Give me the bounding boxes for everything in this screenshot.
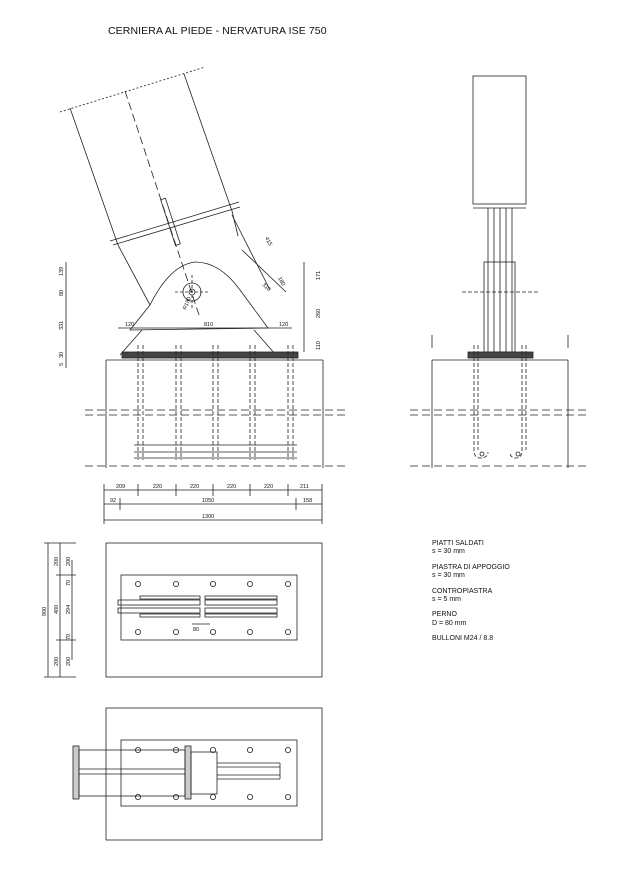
note-heading: BULLONI M24 / 8.8 [432, 635, 494, 643]
dim-158: 158 [303, 498, 312, 504]
dim-r190: R190 [182, 296, 192, 310]
drawing-title: CERNIERA AL PIEDE - NERVATURA ISE 750 [108, 25, 327, 37]
dim-plan-200-c: 200 [54, 657, 60, 666]
dim-220-b: 220 [190, 484, 199, 490]
dim-110: 110 [316, 341, 322, 350]
dimension-labels: 139 80 331 30 5 120 810 120 415 180 310 … [42, 236, 322, 666]
dim-plan-70-b: 70 [66, 634, 72, 640]
note-heading: PIASTRA DI APPOGGIO [432, 563, 510, 571]
dim-lines-top [65, 214, 305, 368]
dim-1300: 1300 [202, 514, 214, 520]
dim-plan-200-a: 200 [54, 557, 60, 566]
dim-plan-200-b: 200 [66, 557, 72, 566]
inclined-column [59, 66, 241, 316]
dim-209: 209 [116, 484, 125, 490]
dim-plan-70-a: 70 [66, 580, 72, 586]
dim-5: 5 [59, 363, 65, 366]
dim-plan-400: 400 [54, 605, 60, 614]
dim-plan-900: 900 [42, 607, 48, 616]
note-value: s = 5 mm [432, 596, 461, 604]
hinge-plates-front [462, 208, 538, 353]
dim-220-c: 220 [227, 484, 236, 490]
dim-120-left: 120 [125, 322, 134, 328]
front-view [410, 75, 590, 468]
plan-bolt-holes [134, 581, 291, 636]
note-heading: PERNO [432, 611, 457, 619]
dim-310: 310 [261, 282, 272, 293]
note-value: s = 30 mm [432, 572, 465, 580]
note-heading: CONTROPIASTRA [432, 587, 493, 595]
dim-139: 139 [59, 267, 65, 276]
dim-plan-200-d: 200 [66, 657, 72, 666]
dim-plan-80: 80 [193, 627, 199, 633]
note-counterplate: CONTROPIASTRA s = 5 mm [432, 588, 510, 605]
plan-view-column [72, 707, 323, 841]
plan-stiffener-plates [117, 595, 278, 625]
dim-810: 810 [204, 322, 213, 328]
dim-30: 30 [59, 352, 65, 358]
plan-view-base [44, 542, 323, 678]
dim-lines-bottom [103, 484, 323, 524]
dim-plan-294: 294 [66, 605, 72, 614]
dim-171: 171 [316, 271, 322, 280]
note-value: D = 80 mm [432, 619, 467, 627]
dim-260: 260 [316, 309, 322, 318]
dim-92: 92 [110, 498, 116, 504]
plan-dim-lines [44, 542, 76, 678]
dim-120-right: 120 [279, 322, 288, 328]
note-bearing-plate: PIASTRA DI APPOGGIO s = 30 mm [432, 564, 510, 581]
dim-1050: 1050 [202, 498, 214, 504]
dim-180: 180 [276, 276, 286, 287]
dim-80: 80 [59, 290, 65, 296]
anchor-bolts [134, 345, 297, 460]
note-welded-plates: PIATTI SALDATI s = 30 mm [432, 540, 510, 557]
base-plate [85, 351, 345, 468]
material-notes: PIATTI SALDATI s = 30 mm PIASTRA DI APPO… [432, 540, 510, 651]
note-bolts: BULLONI M24 / 8.8 [432, 635, 510, 643]
dim-331: 331 [59, 321, 65, 330]
note-value: s = 30 mm [432, 548, 465, 556]
anchor-hooks [473, 345, 527, 459]
note-pin: PERNO D = 80 mm [432, 611, 510, 628]
dim-211: 211 [300, 484, 309, 490]
dim-220-a: 220 [153, 484, 162, 490]
hinge-gusset [117, 210, 277, 356]
side-elevation [59, 66, 345, 524]
dim-415: 415 [263, 236, 273, 247]
plan2-bolt-holes [134, 747, 291, 801]
note-heading: PIATTI SALDATI [432, 540, 484, 547]
dim-220-d: 220 [264, 484, 273, 490]
